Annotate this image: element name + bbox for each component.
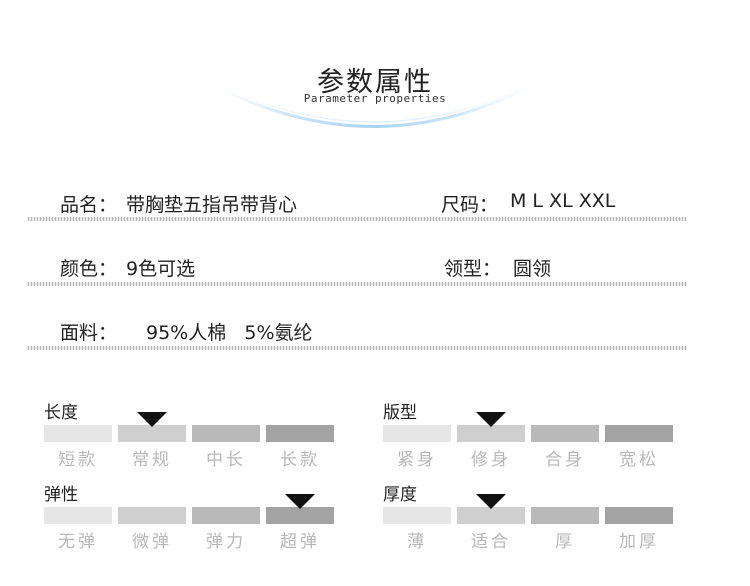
size-value: M L XL XXL bbox=[510, 190, 616, 212]
spec-row-fabric: 面料： 95%人棉 5%氨纶 bbox=[0, 318, 750, 352]
collar-value: 圆领 bbox=[513, 258, 552, 280]
scale-bar bbox=[531, 507, 599, 524]
scale-bar bbox=[266, 507, 334, 524]
attribute-title: 版型 bbox=[383, 403, 417, 423]
selected-marker-icon bbox=[285, 494, 315, 509]
scale-bar bbox=[457, 425, 525, 442]
scale-option: 加厚 bbox=[619, 532, 659, 552]
scale-bar bbox=[192, 507, 260, 524]
product-name-label: 品名： bbox=[60, 194, 118, 216]
size-label: 尺码： bbox=[441, 194, 499, 216]
scale-option: 修身 bbox=[471, 450, 511, 470]
attribute-elasticity: 弹性 无弹 微弹 弹力 超弹 bbox=[44, 480, 344, 552]
scale-option: 微弹 bbox=[132, 532, 172, 552]
selected-marker-icon bbox=[476, 494, 506, 509]
attribute-title: 长度 bbox=[44, 403, 78, 423]
scale-option: 短款 bbox=[58, 450, 98, 470]
selected-marker-icon bbox=[476, 412, 506, 427]
scale-bar bbox=[605, 425, 673, 442]
scale-bar bbox=[192, 425, 260, 442]
scale-bar bbox=[457, 507, 525, 524]
color-label: 颜色： bbox=[60, 258, 118, 280]
scale-option: 中长 bbox=[206, 450, 246, 470]
scale-option: 无弹 bbox=[58, 532, 98, 552]
color-value: 9色可选 bbox=[126, 258, 196, 280]
scale-option: 常规 bbox=[132, 450, 172, 470]
attribute-title: 弹性 bbox=[44, 485, 78, 505]
scale-bar bbox=[266, 425, 334, 442]
scale-option: 紧身 bbox=[397, 450, 437, 470]
attribute-thickness: 厚度 薄 适合 厚 加厚 bbox=[383, 480, 683, 552]
scale-option: 宽松 bbox=[619, 450, 659, 470]
selected-marker-icon bbox=[137, 412, 167, 427]
scale-option: 长款 bbox=[280, 450, 320, 470]
scale-bar bbox=[531, 425, 599, 442]
scale-bar bbox=[118, 425, 186, 442]
page-subtitle: Parameter properties bbox=[303, 92, 447, 105]
attribute-title: 厚度 bbox=[383, 485, 417, 505]
page-title: 参数属性 bbox=[317, 67, 433, 98]
scale-bar bbox=[383, 507, 451, 524]
product-name-value: 带胸垫五指吊带背心 bbox=[126, 194, 298, 216]
fabric-label: 面料： bbox=[60, 322, 118, 344]
scale-bar bbox=[118, 507, 186, 524]
scale-bar bbox=[605, 507, 673, 524]
header: 参数属性 Parameter properties bbox=[0, 0, 750, 140]
spec-row-color-collar: 颜色： 9色可选 领型： 圆领 bbox=[0, 254, 750, 288]
scale-bar bbox=[383, 425, 451, 442]
divider bbox=[27, 346, 687, 350]
scale-bar bbox=[44, 425, 112, 442]
spec-row-name-size: 品名： 带胸垫五指吊带背心 尺码： M L XL XXL bbox=[0, 190, 750, 224]
scale-option: 适合 bbox=[471, 532, 511, 552]
scale-option: 薄 bbox=[407, 532, 427, 552]
attribute-fit: 版型 紧身 修身 合身 宽松 bbox=[383, 398, 683, 470]
scale-option: 弹力 bbox=[206, 532, 246, 552]
attribute-length: 长度 短款 常规 中长 长款 bbox=[44, 398, 344, 470]
scale-option: 超弹 bbox=[280, 532, 320, 552]
divider bbox=[27, 217, 687, 221]
scale-option: 厚 bbox=[555, 532, 575, 552]
fabric-value: 95%人棉 5%氨纶 bbox=[146, 322, 313, 344]
collar-label: 领型： bbox=[444, 258, 502, 280]
scale-bar bbox=[44, 507, 112, 524]
divider bbox=[27, 282, 687, 286]
decorative-arc bbox=[198, 76, 547, 128]
scale-option: 合身 bbox=[545, 450, 585, 470]
